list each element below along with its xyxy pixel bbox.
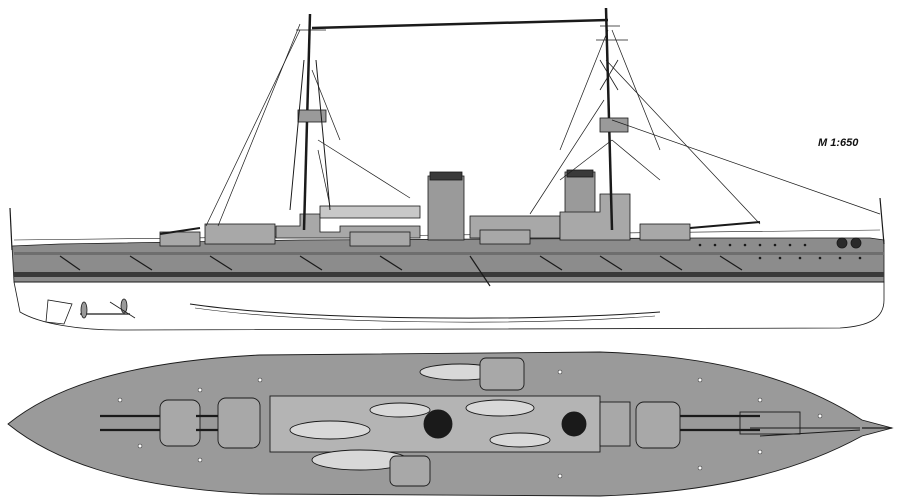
rigging <box>205 23 881 227</box>
turret-aft-1 <box>100 399 201 447</box>
scale-label: M 1:650 <box>818 137 859 149</box>
aft-funnel <box>427 175 465 241</box>
upper-belt <box>14 252 884 255</box>
aft-funnel-top <box>423 409 453 439</box>
bilge-keel <box>189 303 661 319</box>
aft-funnel-cap <box>429 171 463 181</box>
deck-fittings <box>117 369 823 479</box>
portholes-row <box>698 243 862 260</box>
lower-hull <box>13 281 885 331</box>
turret-fore-1 <box>635 401 760 449</box>
turret-aft-2 <box>196 397 261 449</box>
plan-view <box>7 351 894 497</box>
fore-funnel-top <box>561 411 587 437</box>
rudder <box>45 299 73 325</box>
midship-turret-2 <box>479 229 531 245</box>
wing-turret-port <box>479 357 525 391</box>
boat-deck <box>319 205 421 219</box>
aft-turret-y <box>204 223 276 245</box>
bilge-keel-lower <box>194 307 656 323</box>
fore-funnel-cap <box>566 169 594 178</box>
midship-turret <box>349 231 411 247</box>
propeller-icon <box>80 298 136 319</box>
boot-topping-stripe <box>14 272 884 277</box>
bow-post <box>879 197 885 245</box>
stern-post <box>9 207 13 251</box>
anchor-hawse-1 <box>836 237 848 249</box>
bridge-structure <box>599 401 631 447</box>
mast-stay <box>311 18 609 30</box>
aft-mast <box>289 13 331 231</box>
wing-turret-starboard <box>389 455 431 487</box>
side-profile-view <box>9 7 885 331</box>
forecastle-fittings <box>739 411 861 437</box>
forward-gun-barrel <box>689 221 761 229</box>
aft-gun-barrel <box>159 227 201 235</box>
anchor-hawse-2 <box>850 237 862 249</box>
forward-turret-b <box>639 223 691 241</box>
net-booms <box>59 255 743 287</box>
fore-mast <box>596 7 629 231</box>
